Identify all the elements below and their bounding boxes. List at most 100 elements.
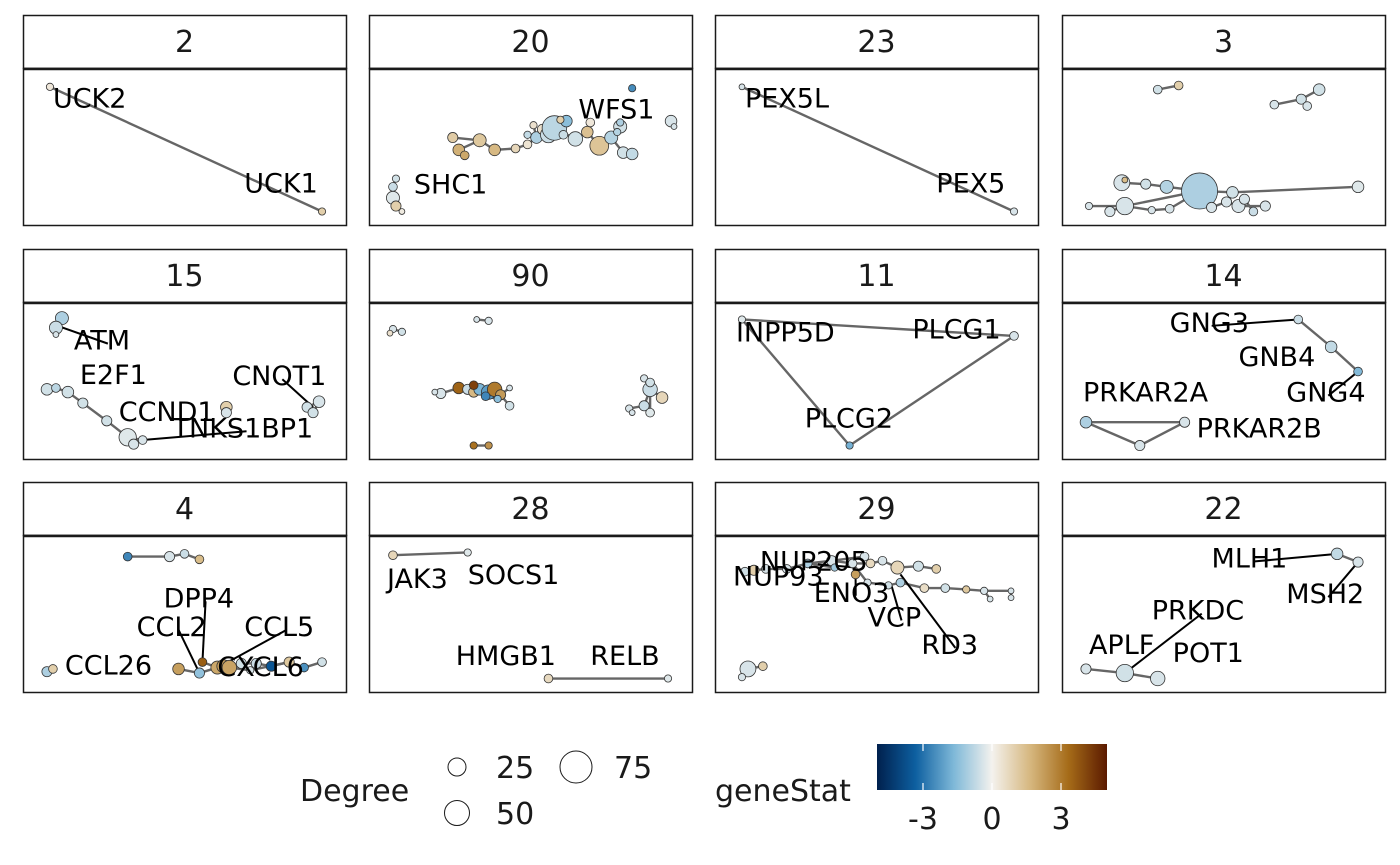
label-leader bbox=[201, 601, 207, 663]
edge bbox=[1085, 421, 1141, 447]
gene-node bbox=[388, 182, 398, 192]
gene-node bbox=[484, 316, 493, 325]
facet-title: 23 bbox=[857, 25, 895, 60]
nodes bbox=[1084, 80, 1365, 218]
degree-legend-circle-75 bbox=[559, 750, 593, 784]
gene-node bbox=[556, 115, 565, 124]
label-leader bbox=[899, 573, 957, 649]
gene-node bbox=[585, 117, 596, 128]
gene-node bbox=[638, 400, 650, 412]
degree-legend-circle-50 bbox=[444, 800, 470, 826]
gene-node bbox=[1352, 556, 1364, 568]
gene-label: PEX5L bbox=[745, 83, 829, 114]
gene-label: MLH1 bbox=[1212, 544, 1288, 575]
facet-strip bbox=[368, 14, 694, 70]
gene-node bbox=[737, 673, 746, 682]
facet-title: 4 bbox=[175, 492, 194, 527]
label-leader bbox=[1327, 561, 1359, 598]
edge bbox=[848, 334, 1015, 447]
label-leaders bbox=[1124, 552, 1359, 674]
gene-node bbox=[1351, 180, 1365, 194]
gene-label: E2F1 bbox=[80, 360, 147, 391]
gene-node bbox=[1140, 178, 1152, 190]
facet-strip bbox=[368, 481, 694, 537]
label-leader bbox=[1211, 318, 1299, 327]
gene-label: GNG3 bbox=[1170, 308, 1249, 339]
label-leader bbox=[58, 325, 109, 345]
gene-node bbox=[220, 407, 232, 419]
edge bbox=[1297, 318, 1332, 348]
gene-node bbox=[398, 208, 406, 215]
gene-node bbox=[589, 135, 610, 156]
edges bbox=[49, 85, 323, 213]
gene-node bbox=[529, 121, 538, 130]
gene-node bbox=[739, 660, 757, 678]
gene-node bbox=[850, 569, 861, 580]
colorbar-tick-label: -3 bbox=[908, 802, 938, 837]
gene-node bbox=[558, 130, 569, 140]
facet-panel bbox=[368, 301, 694, 461]
gene-node bbox=[317, 657, 327, 667]
gene-node bbox=[1259, 200, 1271, 212]
gene-label: PRKAR2B bbox=[1197, 413, 1322, 444]
gene-label: JAK3 bbox=[385, 564, 448, 595]
gene-node bbox=[431, 388, 439, 396]
facet-strip bbox=[714, 14, 1040, 70]
gene-node bbox=[543, 673, 554, 684]
label-leader bbox=[177, 629, 201, 674]
facet-strip bbox=[1061, 481, 1387, 537]
gene-node bbox=[1248, 206, 1259, 217]
gene-label: ENO3 bbox=[814, 578, 890, 609]
gene-node bbox=[1113, 174, 1131, 192]
gene-node bbox=[645, 377, 655, 388]
nodes bbox=[40, 311, 326, 450]
gene-node bbox=[1084, 201, 1093, 211]
nodes bbox=[45, 82, 327, 216]
gene-label: GNG4 bbox=[1286, 378, 1365, 409]
gene-node bbox=[670, 123, 678, 130]
gene-label: CCND1 bbox=[119, 397, 215, 428]
edge bbox=[49, 85, 323, 213]
gene-node bbox=[919, 583, 930, 593]
gene-node bbox=[1312, 83, 1326, 96]
gene-node bbox=[1121, 176, 1129, 184]
gene-node bbox=[802, 558, 813, 569]
edge bbox=[392, 551, 468, 557]
nodes bbox=[386, 84, 678, 215]
gene-node bbox=[1324, 340, 1338, 354]
gene-node bbox=[645, 407, 655, 418]
gene-node bbox=[317, 207, 327, 216]
gene-node bbox=[613, 128, 622, 137]
gene-node bbox=[1079, 416, 1093, 429]
gene-label: UCK1 bbox=[244, 168, 317, 199]
gene-node bbox=[265, 660, 277, 672]
gene-node bbox=[179, 549, 190, 559]
gene-node bbox=[137, 435, 148, 445]
gene-node bbox=[1009, 331, 1019, 341]
gene-node bbox=[51, 383, 61, 393]
facet-strip bbox=[22, 248, 348, 304]
degree-legend-label-75: 75 bbox=[614, 751, 652, 786]
gene-node bbox=[1330, 547, 1344, 561]
facet-title: 11 bbox=[857, 259, 895, 294]
colorbar-tick-label: 3 bbox=[1051, 802, 1070, 837]
label-leader bbox=[1327, 370, 1359, 397]
gene-node bbox=[1206, 201, 1218, 213]
gene-node bbox=[1007, 587, 1015, 595]
gene-node bbox=[1134, 440, 1146, 452]
facet-panel bbox=[1061, 301, 1387, 461]
gene-label: UCK2 bbox=[53, 83, 127, 114]
gene-node bbox=[250, 657, 262, 669]
gene-node bbox=[506, 384, 513, 392]
